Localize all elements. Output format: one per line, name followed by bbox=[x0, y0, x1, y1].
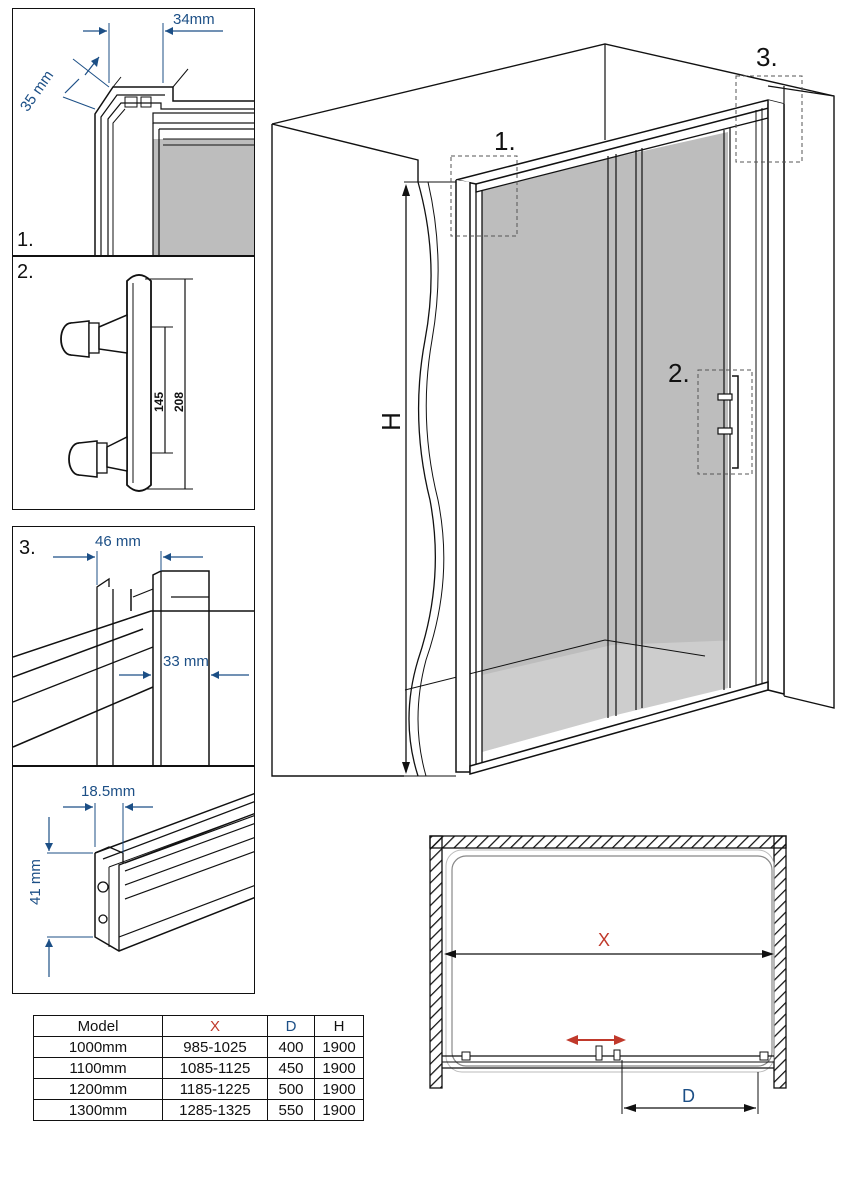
cell-d: 500 bbox=[267, 1078, 315, 1100]
callout-box-2 bbox=[697, 369, 753, 475]
cell-d: 400 bbox=[267, 1036, 315, 1058]
plan-x-label: X bbox=[598, 930, 611, 950]
callout-2-label: 2. bbox=[668, 358, 690, 388]
table-row: 1300mm 1285-1325 550 1900 bbox=[33, 1099, 364, 1121]
detail-panel-4: 18.5mm 41 mm bbox=[12, 766, 255, 994]
cell-d: 550 bbox=[267, 1099, 315, 1121]
cell-model: 1300mm bbox=[33, 1099, 163, 1121]
cell-x: 1185-1225 bbox=[162, 1078, 268, 1100]
dim-34mm: 34mm bbox=[173, 11, 215, 28]
dim-33mm: 33 mm bbox=[163, 653, 209, 670]
height-label: H bbox=[375, 412, 406, 431]
cell-model: 1000mm bbox=[33, 1036, 163, 1058]
table-row: 1200mm 1185-1225 500 1900 bbox=[33, 1078, 364, 1100]
cell-x: 1285-1325 bbox=[162, 1099, 268, 1121]
cell-x: 1085-1125 bbox=[162, 1057, 268, 1079]
detail-3-label: 3. bbox=[19, 537, 36, 559]
cell-h: 1900 bbox=[314, 1099, 364, 1121]
cell-model: 1200mm bbox=[33, 1078, 163, 1100]
cell-model: 1100mm bbox=[33, 1057, 163, 1079]
header-model: Model bbox=[33, 1015, 163, 1037]
model-dimension-table: Model X D H 1000mm 985-1025 400 1900 110… bbox=[33, 1015, 364, 1121]
table-row: 1000mm 985-1025 400 1900 bbox=[33, 1036, 364, 1058]
callout-3-label: 3. bbox=[756, 42, 778, 72]
header-x: X bbox=[162, 1015, 268, 1037]
callout-1-label: 1. bbox=[494, 126, 516, 156]
cell-h: 1900 bbox=[314, 1057, 364, 1079]
detail-1-label: 1. bbox=[17, 229, 34, 251]
detail-panel-1: 34mm 35 mm 1. bbox=[12, 8, 255, 256]
dim-18-5mm: 18.5mm bbox=[81, 783, 136, 800]
header-h: H bbox=[314, 1015, 364, 1037]
plan-d-label: D bbox=[682, 1086, 695, 1106]
cell-d: 450 bbox=[267, 1057, 315, 1079]
fixed-glass-panel bbox=[482, 158, 612, 752]
cell-x: 985-1025 bbox=[162, 1036, 268, 1058]
header-d: D bbox=[267, 1015, 315, 1037]
sliding-glass-panel bbox=[612, 132, 728, 716]
detail-panel-2: 145 208 2. bbox=[12, 256, 255, 510]
detail-2-label: 2. bbox=[17, 261, 34, 283]
handle-drawing bbox=[60, 274, 193, 492]
profile-1-drawing bbox=[62, 23, 254, 255]
profile-3-drawing bbox=[13, 551, 254, 765]
cell-h: 1900 bbox=[314, 1078, 364, 1100]
callout-box-3 bbox=[735, 75, 803, 163]
callout-box-1 bbox=[450, 155, 518, 237]
cell-h: 1900 bbox=[314, 1036, 364, 1058]
profile-4-drawing bbox=[45, 792, 254, 977]
detail-panel-3: 46 mm 33 mm 3. bbox=[12, 526, 255, 766]
dim-41mm: 41 mm bbox=[27, 859, 44, 905]
table-row: 1100mm 1085-1125 450 1900 bbox=[33, 1057, 364, 1079]
table-header-row: Model X D H bbox=[33, 1015, 364, 1037]
main-enclosure-drawing bbox=[271, 43, 835, 777]
dim-46mm: 46 mm bbox=[95, 533, 141, 550]
